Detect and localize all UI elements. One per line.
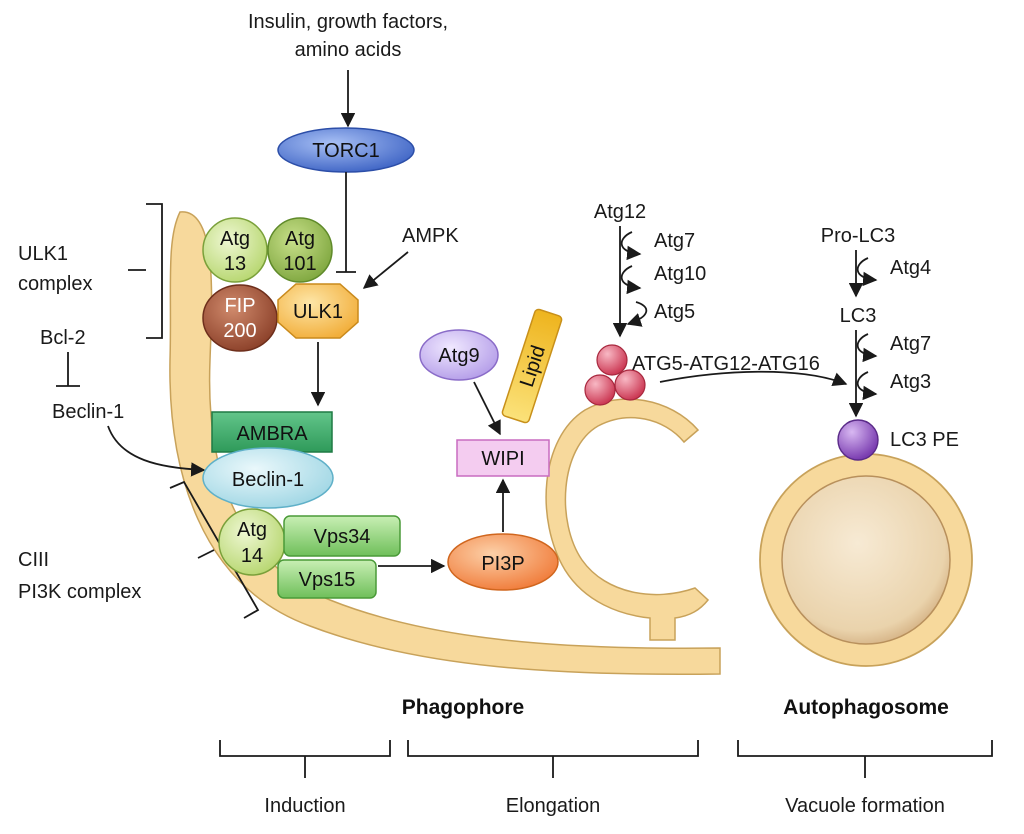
beclin1-to-complex-arrow xyxy=(107,425,206,477)
atg12-step2-hook xyxy=(620,265,642,295)
pro-lc3-label: Pro-LC3 xyxy=(821,225,895,247)
lc3-step-atg7: Atg7 xyxy=(890,333,931,355)
atg4-label: Atg4 xyxy=(890,257,931,279)
atg12-step1-hook xyxy=(620,231,642,261)
stage-induction: Induction xyxy=(264,795,345,817)
pi3p-label: PI3P xyxy=(481,553,524,575)
bcl2-label: Bcl-2 xyxy=(40,327,86,349)
atg13-label-a: Atg xyxy=(220,228,250,250)
atg13-label-b: 13 xyxy=(224,253,246,275)
phagophore-membrane xyxy=(169,211,721,676)
stage-vacuole-formation: Vacuole formation xyxy=(785,795,945,817)
input-label-line1: Insulin, growth factors, xyxy=(248,11,448,33)
atg14-label-a: Atg xyxy=(237,519,267,541)
ciii-label-1: CIII xyxy=(18,549,49,571)
ulk1-node xyxy=(277,283,359,339)
lc3-atg3-hook xyxy=(856,371,878,401)
vacuole-bracket xyxy=(737,740,993,778)
atg101-label-a: Atg xyxy=(285,228,315,250)
beclin1-node xyxy=(202,447,334,509)
lc3-atg7-hook xyxy=(856,333,878,363)
ambra-label: AMBRA xyxy=(236,423,308,445)
stage-elongation: Elongation xyxy=(506,795,601,817)
vps34-node xyxy=(283,515,401,557)
atg12-step3-hook xyxy=(626,301,648,327)
ulk1-complex-bracket xyxy=(128,203,163,339)
autophagosome-lumen xyxy=(781,475,951,645)
lc3-label: LC3 xyxy=(840,305,877,327)
atg14-label-b: 14 xyxy=(241,545,263,567)
fip200-label-a: FIP xyxy=(224,295,255,317)
ulk1-label: ULK1 xyxy=(293,301,343,323)
atg12-step-atg10: Atg10 xyxy=(654,263,706,285)
ampk-arrow xyxy=(362,251,409,289)
fip200-label-b: 200 xyxy=(223,320,256,342)
lc3-step-atg3: Atg3 xyxy=(890,371,931,393)
atg12-label: Atg12 xyxy=(594,201,646,223)
pi3p-node xyxy=(447,533,559,591)
atg9-label: Atg9 xyxy=(438,345,479,367)
atg4-hook xyxy=(856,257,878,287)
induction-bracket xyxy=(219,740,391,778)
fip200-node xyxy=(202,284,278,352)
beclin1-side-label: Beclin-1 xyxy=(52,401,124,423)
input-label-line2: amino acids xyxy=(295,39,402,61)
vps34-label: Vps34 xyxy=(314,526,371,548)
vps15-label: Vps15 xyxy=(299,569,356,591)
wipi-node xyxy=(456,439,550,477)
atg-complex-sphere-2 xyxy=(584,374,616,406)
vps15-node xyxy=(277,559,377,599)
ampk-label: AMPK xyxy=(402,225,459,247)
atg9-to-wipi-arrow xyxy=(473,381,501,436)
beclin1-node-label: Beclin-1 xyxy=(232,469,304,491)
atg9-node xyxy=(419,329,499,381)
ambra-node xyxy=(211,411,333,453)
lc3pe-label: LC3 PE xyxy=(890,429,959,451)
atg-complex-sphere-3 xyxy=(614,369,646,401)
atg12-step-atg5: Atg5 xyxy=(654,301,695,323)
atg101-node xyxy=(267,217,333,283)
torc1-label: TORC1 xyxy=(312,140,379,162)
lc3pe-node xyxy=(837,419,879,461)
wipi-label: WIPI xyxy=(481,448,524,470)
autophagosome-title: Autophagosome xyxy=(783,696,949,719)
phagophore-cup xyxy=(545,398,710,641)
phagophore-title: Phagophore xyxy=(402,696,525,719)
ciii-label-2: PI3K complex xyxy=(18,581,141,603)
elongation-bracket xyxy=(407,740,699,778)
atg12-step-atg7: Atg7 xyxy=(654,230,695,252)
ulk1-complex-label-1: ULK1 xyxy=(18,243,68,265)
atg-complex-sphere-1 xyxy=(596,344,628,376)
atg-complex-label: ATG5-ATG12-ATG16 xyxy=(632,353,820,375)
complex-to-lc3-arrow xyxy=(659,370,848,386)
ulk1-complex-label-2: complex xyxy=(18,273,92,295)
lipid-node: Lipid xyxy=(501,308,563,424)
atg13-node xyxy=(202,217,268,283)
atg101-label-b: 101 xyxy=(283,253,316,275)
